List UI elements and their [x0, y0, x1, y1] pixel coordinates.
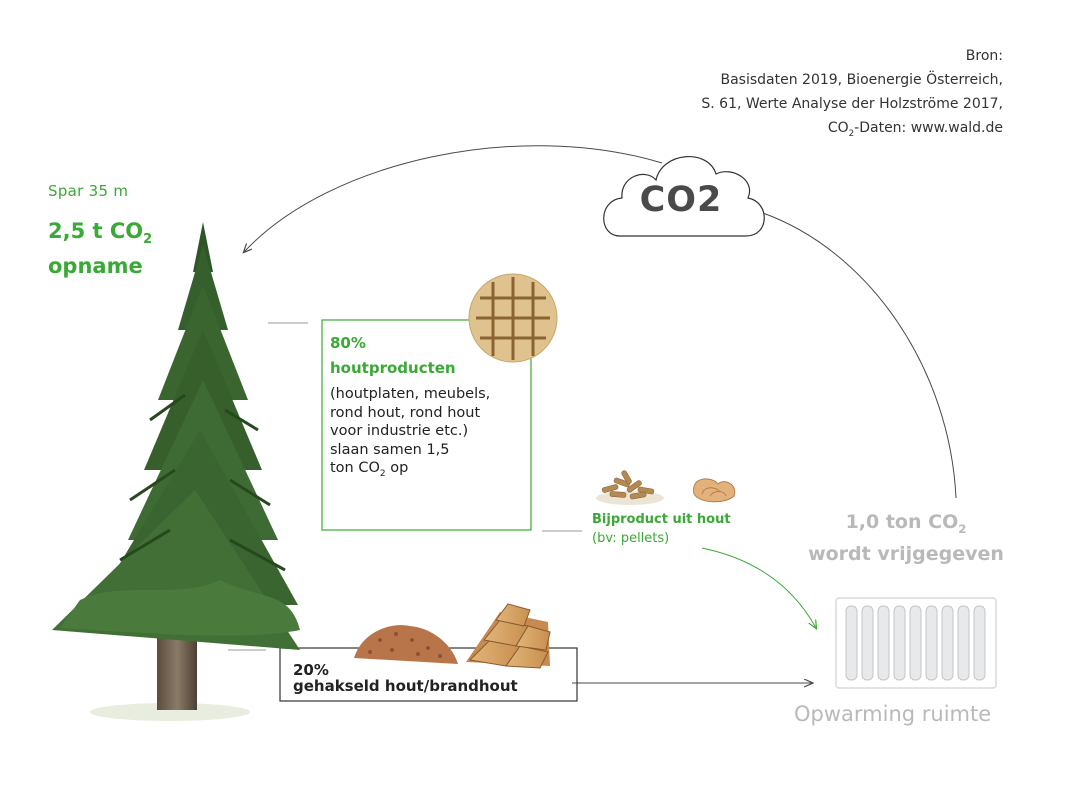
radiator-icon	[835, 597, 997, 689]
source-line: Basisdaten 2019, Bioenergie Österreich,	[720, 72, 1004, 88]
release-line	[759, 211, 957, 499]
source-line: Bron:	[965, 48, 1003, 64]
tree-uptake: 2,5 t CO2 opname	[48, 218, 152, 279]
source-line: S. 61, Werte Analyse der Holzströme 2017…	[701, 96, 1003, 112]
firewood-icon	[466, 603, 551, 669]
wood-shaving-icon	[693, 478, 736, 503]
source-co2: CO	[827, 120, 849, 136]
source-note: Bron: Basisdaten 2019, Bioenergie Österr…	[701, 44, 1003, 146]
spruce-tree-icon	[52, 222, 300, 721]
wood-products-desc-line: ton CO2 op	[330, 459, 490, 483]
wood-products-desc-line: (houtplaten, meubels,	[330, 386, 491, 402]
byproduct-arrow	[701, 547, 816, 628]
wood-products-desc: (houtplaten, meubels, rond hout, rond ho…	[330, 385, 490, 483]
chipped-wood-label: 20% gehakseld hout/brandhout	[293, 662, 518, 694]
uptake-sub: 2	[143, 232, 153, 248]
wood-products-desc-line: voor industrie etc.)	[330, 423, 469, 439]
release-amount: 1,0 ton CO2	[795, 510, 1017, 542]
release-amount-text: 1,0 ton CO	[845, 511, 959, 533]
wood-products-desc-line: slaan samen 1,5	[330, 441, 450, 458]
source-co2-rest: -Daten: www.wald.de	[854, 120, 1003, 136]
wood-products-title: houtproducten	[330, 359, 456, 377]
wood-pellets-icon	[596, 470, 664, 505]
cloud-icon	[603, 155, 765, 237]
source-line: CO2-Daten: www.wald.de	[701, 116, 1003, 146]
cycle-arrow-to-tree	[244, 145, 663, 252]
release-sub: 2	[958, 521, 967, 536]
wood-products-box	[321, 319, 532, 531]
cloud-label: CO2	[639, 180, 723, 220]
uptake-amount-text: 2,5 t CO	[48, 219, 144, 243]
wood-products-percent: 80%	[330, 334, 366, 352]
source-co2-sub: 2	[848, 128, 855, 139]
desc-last-sub: 2	[379, 468, 386, 479]
byproduct-desc: (bv: pellets)	[592, 531, 670, 546]
wood-products-desc-line: rond hout, rond hout	[330, 404, 481, 421]
desc-last-suffix: op	[385, 460, 409, 476]
chipped-title: gehakseld hout/brandhout	[293, 677, 518, 695]
heating-label: Opwarming ruimte	[794, 702, 992, 726]
uptake-amount: 2,5 t CO2	[48, 218, 152, 253]
uptake-word: opname	[48, 254, 143, 279]
chipped-percent: 20%	[293, 661, 329, 679]
wood-pallet-icon	[468, 273, 558, 363]
tree-label: Spar 35 m	[48, 182, 129, 200]
byproduct-title: Bijproduct uit hout	[592, 512, 731, 527]
wood-chips-icon	[354, 625, 458, 664]
desc-last-prefix: ton CO	[330, 460, 380, 476]
release-label: 1,0 ton CO2 wordt vrijgegeven	[795, 510, 1017, 567]
release-caption: wordt vrijgegeven	[808, 542, 1004, 565]
